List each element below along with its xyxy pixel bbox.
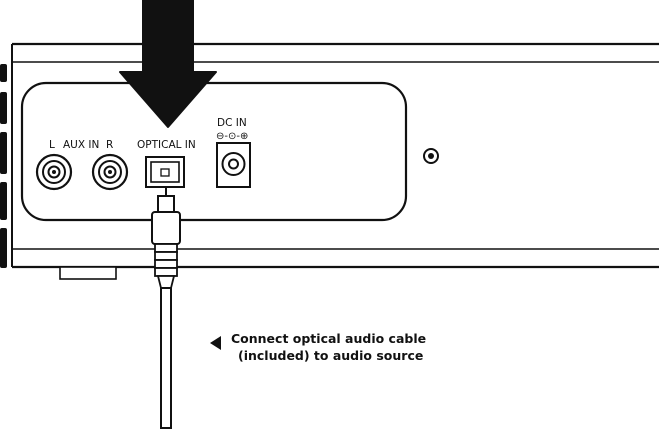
side-knobs [0, 64, 7, 268]
aux-in-label: AUX IN [63, 139, 99, 151]
dc-polarity-symbol: ⊖-⊙-⊕ [216, 131, 248, 142]
caption: Connect optical audio cable (included) t… [231, 330, 471, 364]
optical-cable [151, 187, 181, 429]
optical-in-label: OPTICAL IN [137, 139, 196, 151]
aux-right-label: R [106, 139, 113, 151]
device-body [11, 42, 659, 269]
aux-right-jack[interactable] [91, 153, 129, 191]
caption-line-1: Connect optical audio cable [231, 331, 427, 346]
dc-in-jack[interactable] [216, 142, 251, 188]
aux-left-label: L [49, 139, 55, 151]
connector-panel [20, 81, 408, 222]
optical-in-port[interactable] [145, 156, 185, 188]
aux-left-jack[interactable] [35, 153, 73, 191]
caption-line-2: (included) to audio source [238, 348, 424, 363]
triangle-left-icon [210, 336, 221, 350]
dc-in-label: DC IN [217, 117, 247, 129]
device-foot [59, 266, 117, 280]
down-arrow-icon [119, 0, 217, 128]
screw-hole [423, 148, 439, 164]
